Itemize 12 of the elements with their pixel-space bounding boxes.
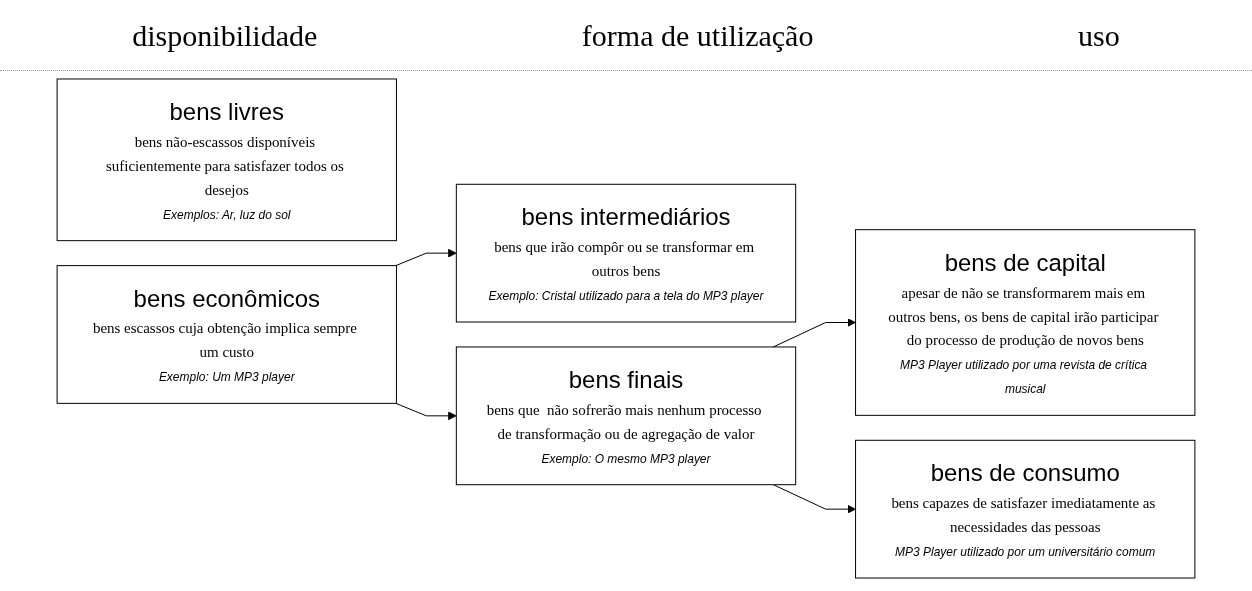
column-heading: forma de utilização xyxy=(581,18,814,52)
node-box: bens finais bens que não sofrerão mais nenhum processo de transformação ou de agregação de valor Exemplo: O mesmo MP3 player xyxy=(455,346,797,486)
node-box: bens livres bens não-escassos disponíveis suficientemente para satisfazer todos os desejos Exemplos: Ar, luz do sol xyxy=(56,78,397,242)
arrow xyxy=(772,484,856,514)
arrow xyxy=(395,248,457,267)
node-box: bens econômicos bens escassos cuja obtenção implica sempre um custo Exemplo: Um MP3 player xyxy=(56,265,397,404)
arrow xyxy=(395,402,457,421)
node-box: bens intermediários bens que irão compôr ou se transformar em outros bens Exemplo: Cristal utilizado para a tela do MP3 player xyxy=(455,183,797,323)
column-heading: uso xyxy=(1078,18,1120,52)
node-box: bens de consumo bens capazes de satisfazer imediatamente as necessidades das pessoas MP3 Player utilizado por um universitário comum xyxy=(855,439,1196,579)
column-heading: disponibilidade xyxy=(132,18,318,52)
node-box: bens de capital apesar de não se transformarem mais em outros bens, os bens de capital irão participar do processo de produção de novos bens MP3 Player utilizado por uma revista de crítica musical xyxy=(855,229,1196,416)
